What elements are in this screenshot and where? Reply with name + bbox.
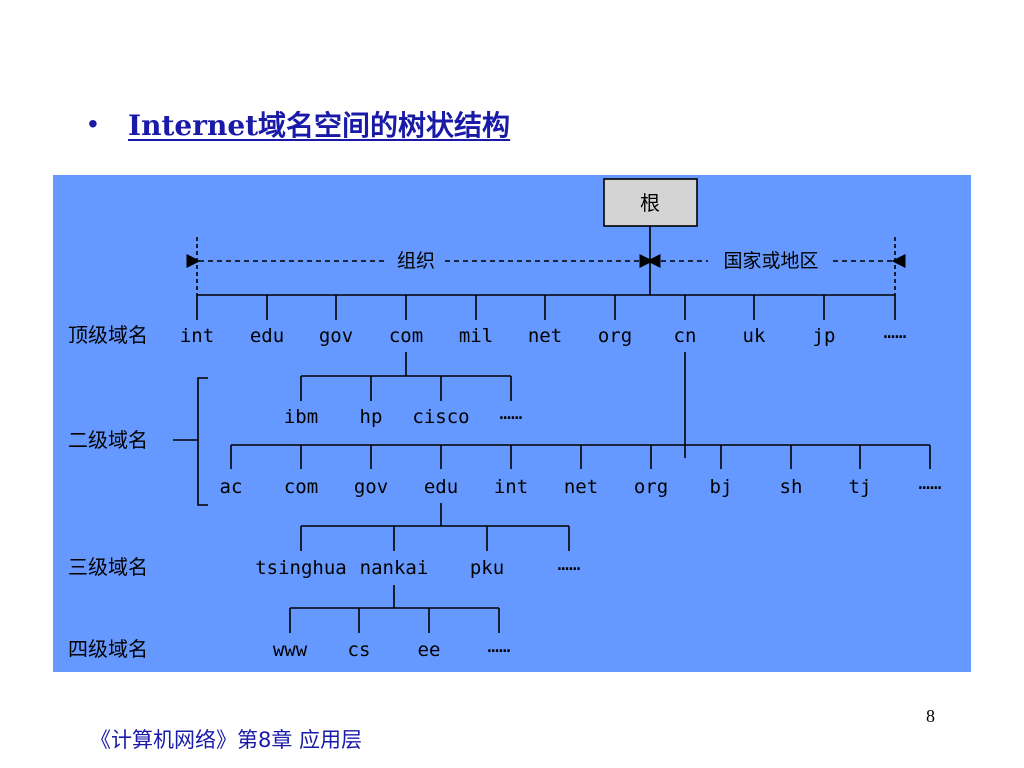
node-top-more: …… — [884, 321, 907, 343]
domain-tree-diagram: 根 组织 国家或地区 顶级域名 二级域名 三级域名 四级域名 int edu g… — [53, 175, 971, 672]
node-cisco: cisco — [412, 406, 469, 428]
level-label-fourth: 四级域名 — [68, 637, 148, 661]
node-cn-org: org — [634, 476, 668, 498]
node-tsinghua-more: …… — [488, 635, 511, 657]
node-ibm: ibm — [284, 406, 318, 428]
node-edu: edu — [250, 325, 284, 347]
node-gov: gov — [319, 325, 353, 347]
node-tj: tj — [849, 476, 872, 498]
node-sh: sh — [780, 476, 803, 498]
node-uk: uk — [743, 325, 766, 347]
root-box — [603, 178, 698, 227]
node-int: int — [180, 325, 214, 347]
country-label: 国家或地区 — [723, 250, 818, 272]
node-com: com — [389, 325, 423, 347]
root-label: 根 — [640, 191, 660, 215]
level-label-third: 三级域名 — [68, 555, 148, 579]
node-cs: cs — [348, 639, 371, 661]
node-cn-int: int — [494, 476, 528, 498]
node-nankai: nankai — [360, 557, 429, 579]
node-pku: pku — [470, 557, 504, 579]
node-tsinghua: tsinghua — [255, 557, 347, 579]
node-cn-gov: gov — [354, 476, 388, 498]
level-label-second: 二级域名 — [68, 428, 148, 452]
node-cn-net: net — [564, 476, 598, 498]
node-ee: ee — [418, 639, 441, 661]
page-number: 8 — [926, 706, 935, 726]
node-hp: hp — [360, 406, 383, 428]
node-bj: bj — [710, 476, 733, 498]
node-cn-edu: edu — [424, 476, 458, 498]
domain-tree-svg: 根 组织 国家或地区 顶级域名 二级域名 三级域名 四级域名 int edu g… — [68, 178, 942, 661]
node-mil: mil — [459, 325, 493, 347]
node-cn-com: com — [284, 476, 318, 498]
node-www: www — [273, 639, 308, 661]
org-label: 组织 — [397, 250, 435, 272]
node-cn: cn — [674, 325, 697, 347]
node-net: net — [528, 325, 562, 347]
tree-lines — [173, 178, 931, 633]
node-labels: int edu gov com mil net org cn uk jp …… … — [180, 321, 942, 661]
level-label-top: 顶级域名 — [68, 323, 148, 347]
node-edu-more: …… — [558, 553, 581, 575]
node-com-more: …… — [500, 402, 523, 424]
slide-title: Internet域名空间的树状结构 — [128, 109, 511, 142]
slide-title-row: • Internet域名空间的树状结构 — [88, 104, 510, 144]
node-jp: jp — [813, 325, 836, 347]
node-cn-more: …… — [919, 472, 942, 494]
bullet-icon: • — [88, 108, 98, 139]
level-labels: 顶级域名 二级域名 三级域名 四级域名 — [68, 323, 148, 661]
node-ac: ac — [220, 476, 243, 498]
node-org: org — [598, 325, 632, 347]
slide-footer: 《计算机网络》第8章 应用层 — [90, 728, 363, 752]
